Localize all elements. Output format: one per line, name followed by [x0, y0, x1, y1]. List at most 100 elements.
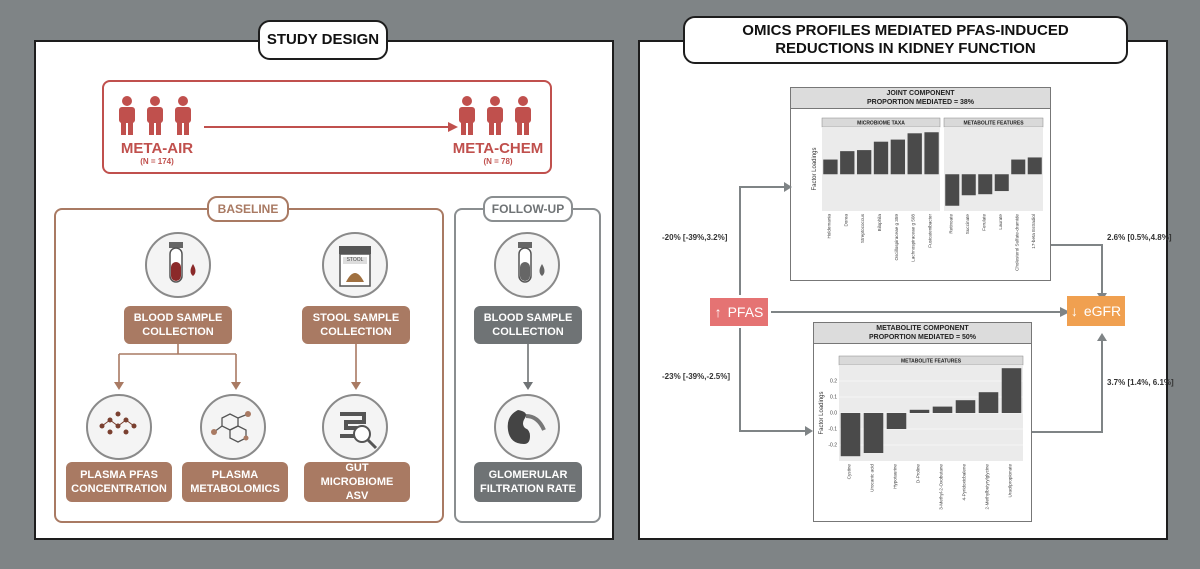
- bar-1-2: [978, 174, 993, 195]
- gfr-box: GLOMERULAR FILTRATION RATE: [474, 462, 582, 502]
- metab-chart: METABOLITE FEATURES -0.2 -0.1 0.0 0.1 0.2Cyst…: [819, 355, 1024, 510]
- people-icon-meta-chem: [459, 96, 531, 135]
- blood-tube-icon: [145, 232, 211, 298]
- bar-2-7: [1001, 368, 1022, 413]
- study-design-title: STUDY DESIGN: [258, 20, 388, 60]
- y-tick-label: 0.1: [830, 395, 837, 401]
- cohort-arrow: [204, 122, 458, 132]
- plot-bg-1: [944, 127, 1043, 211]
- plasma-pfas-box: PLASMA PFAS CONCENTRATION: [66, 462, 172, 502]
- joint-header: JOINT COMPONENT PROPORTION MEDIATED = 38…: [790, 87, 1051, 109]
- baseline-arrows: [114, 344, 533, 390]
- plasma-metabolomics-box: PLASMA METABOLOMICS: [182, 462, 288, 502]
- pfas-arrow: ↑: [714, 304, 722, 320]
- bar-1-1: [961, 174, 976, 196]
- x-tick-label: 4-Pyridoxicbalene: [962, 464, 967, 501]
- metab-header: METABOLITE COMPONENT PROPORTION MEDIATED…: [813, 322, 1032, 344]
- bar-0-1: [840, 151, 855, 175]
- followup-label: FOLLOW-UP: [483, 196, 573, 222]
- kidney-icon: [494, 394, 560, 460]
- y-tick-label: -0.2: [828, 443, 837, 449]
- metabolomics-icon: [200, 394, 266, 460]
- bar-1-4: [1011, 159, 1026, 175]
- joint-sub: PROPORTION MEDIATED = 38%: [866, 99, 975, 106]
- meta-air-n: (N = 174): [140, 157, 174, 166]
- x-tick-label: 2-Methylbutyrylglycine: [985, 464, 990, 510]
- x-tick-label: Hypotaurine: [893, 464, 898, 489]
- joint-title: JOINT COMPONENT: [886, 90, 955, 97]
- blood-sample-baseline-box: BLOOD SAMPLE COLLECTION: [124, 306, 232, 344]
- bar-2-1: [863, 413, 884, 453]
- meta-chem-label: META-CHEM: [452, 140, 544, 157]
- gut-magnifier-icon: [322, 394, 388, 460]
- bar-2-3: [909, 409, 930, 413]
- x-tick-label: 3-Methyl-2-Oxobutane: [939, 464, 944, 510]
- blood-sample-followup-box: BLOOD SAMPLE COLLECTION: [474, 306, 582, 344]
- pfas-label: PFAS: [727, 304, 764, 320]
- x-tick-label: Uracilpropionate: [1008, 464, 1013, 498]
- pfas-molecule-icon: [86, 394, 152, 460]
- x-tick-label: Dorea: [843, 214, 848, 227]
- facet-title-0: MICROBIOME TAXA: [857, 121, 905, 127]
- path-bottom-left: -23% [-39%,-2.5%]: [662, 372, 731, 381]
- facet-title-1: METABOLITE FEATURES: [963, 121, 1024, 127]
- blood-tube-followup-icon: [494, 232, 560, 298]
- pfas-node: ↑ PFAS: [710, 298, 768, 326]
- x-tick-label: Fusicatenibacter: [928, 214, 933, 248]
- bar-2-0: [840, 413, 861, 457]
- metab-title: METABOLITE COMPONENT: [876, 325, 969, 332]
- x-tick-label: Bilophila: [877, 214, 882, 232]
- egfr-label: eGFR: [1083, 303, 1122, 319]
- bar-1-3: [994, 174, 1009, 192]
- bar-2-4: [932, 406, 953, 413]
- omics-title-line2: REDUCTIONS IN KIDNEY FUNCTION: [775, 40, 1036, 57]
- omics-title-line1: OMICS PROFILES MEDIATED PFAS-INDUCED: [742, 22, 1069, 39]
- meta-air-label: META-AIR: [120, 140, 194, 157]
- omics-title: OMICS PROFILES MEDIATED PFAS-INDUCED RED…: [683, 16, 1128, 64]
- bar-2-2: [886, 413, 907, 429]
- x-tick-label: Cystine: [847, 464, 852, 480]
- stool-sample-box: STOOL SAMPLE COLLECTION: [302, 306, 410, 344]
- path-top-left: -20% [-39%,3.2%]: [662, 233, 728, 242]
- y-tick-label: -0.1: [828, 427, 837, 433]
- bar-1-5: [1027, 157, 1042, 175]
- x-tick-label: D-Proline: [916, 464, 921, 484]
- bar-2-5: [955, 400, 976, 413]
- x-tick-label: Lachnospiraceae g 508: [911, 214, 916, 262]
- bar-0-2: [856, 150, 872, 175]
- meta-chem-n: (N = 78): [483, 157, 513, 166]
- path-bottom-right: 3.7% [1.4%, 6.1%]: [1107, 378, 1174, 387]
- egfr-arrow: ↓: [1070, 303, 1078, 319]
- x-tick-label: Oscillospiraceae g 359: [894, 214, 899, 261]
- facet-title-2: METABOLITE FEATURES: [901, 359, 962, 365]
- y-axis-label: Factor Loadings: [812, 147, 818, 190]
- path-top-right: 2.6% [0.5%,4.8%]: [1107, 233, 1172, 242]
- x-tick-label: Succinate: [965, 214, 970, 235]
- y-axis-label: Factor Loadings: [819, 391, 825, 434]
- x-tick-label: Streptococcus: [860, 213, 865, 243]
- x-tick-label: Retinoate: [948, 214, 953, 234]
- bar-0-3: [873, 141, 889, 175]
- x-tick-label: Laurate: [998, 214, 1003, 230]
- x-tick-label: Urocanic acid: [870, 464, 875, 492]
- bar-0-6: [924, 132, 939, 175]
- x-tick-label: Cholesterol Sulfate-dramide: [1014, 214, 1019, 271]
- bar-1-0: [945, 174, 960, 206]
- bar-0-5: [907, 133, 922, 175]
- x-tick-label: 17-beta Estradiol: [1031, 214, 1036, 249]
- x-tick-label: Ferulate: [981, 214, 986, 231]
- egfr-node: ↓ eGFR: [1067, 296, 1125, 326]
- y-tick-label: 0.2: [830, 379, 837, 385]
- stool-jar-text: STOOL: [346, 257, 364, 263]
- bar-0-4: [890, 139, 906, 175]
- y-tick-label: 0.0: [830, 411, 837, 417]
- gut-microbiome-box: GUT MICROBIOME ASV: [304, 462, 410, 502]
- path-arrows: [739, 182, 1107, 436]
- bar-0-0: [823, 159, 838, 175]
- joint-chart: MICROBIOME TAXA Holdemania Dorea Streptococ…: [812, 117, 1044, 271]
- baseline-label: BASELINE: [207, 196, 289, 222]
- x-tick-label: Holdemania: [826, 214, 831, 239]
- metab-sub: PROPORTION MEDIATED = 50%: [868, 334, 977, 341]
- people-icon-meta-air: [119, 96, 191, 135]
- stool-jar-icon: [322, 232, 388, 298]
